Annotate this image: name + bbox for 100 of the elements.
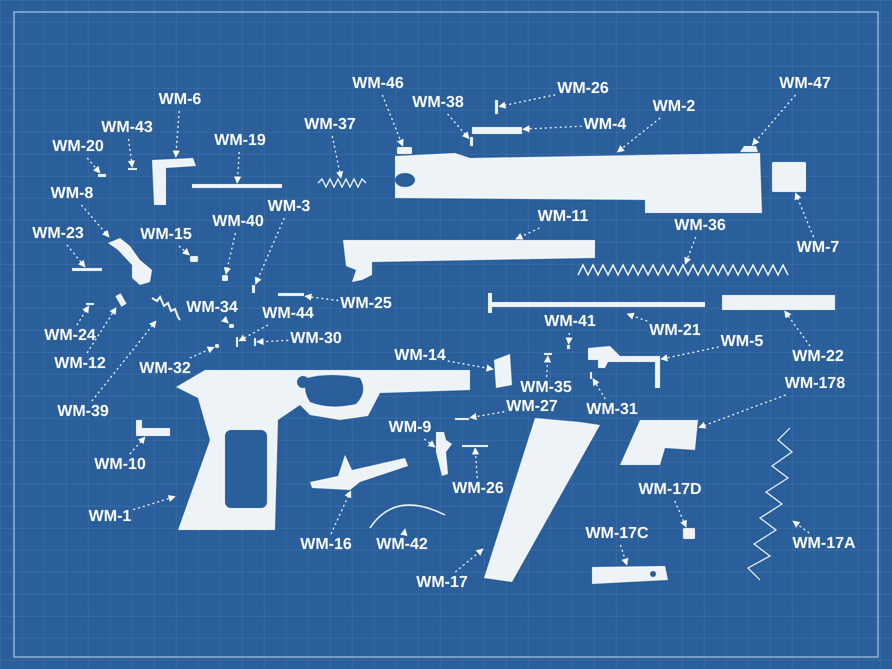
leader-line (234, 152, 242, 184)
leader-line (400, 528, 408, 536)
leader-line (448, 360, 494, 372)
small-part-drawing (229, 324, 234, 328)
leader-line (469, 411, 504, 420)
part-number: WM-30 (290, 330, 342, 348)
leader-line (382, 94, 404, 147)
part-number: WM-1 (88, 508, 132, 526)
part-number: WM-43 (101, 119, 153, 137)
leader-line (76, 305, 90, 326)
part-number: WM-11 (538, 208, 588, 226)
small-part-drawing (136, 420, 170, 436)
leader-line (784, 310, 811, 346)
part-number: WM-7 (796, 239, 840, 257)
leader-line (660, 346, 719, 362)
part-number: WM-178 (784, 375, 846, 393)
part-number: WM-39 (57, 403, 109, 421)
barrel-drawing (343, 240, 595, 282)
leader-line (86, 158, 100, 174)
part-number: WM-27 (506, 398, 558, 416)
pin-drawing (72, 268, 102, 271)
part-number: WM-40 (212, 213, 264, 231)
leader-line (190, 346, 215, 359)
small-part-drawing (115, 293, 127, 307)
leader-line (472, 447, 480, 478)
leader-line (330, 490, 352, 534)
part-number: WM-34 (186, 299, 238, 317)
part-number: WM-42 (376, 536, 428, 554)
part-number: WM-47 (779, 75, 831, 93)
leader-line (238, 324, 268, 342)
part-number: WM-35 (520, 379, 572, 397)
part-number: WM-41 (544, 313, 596, 331)
leader-line (626, 312, 648, 322)
leader-line (592, 378, 606, 400)
small-part-drawing (215, 344, 219, 348)
leader-line (498, 94, 556, 109)
part-number: WM-4 (584, 116, 626, 134)
guide-rod-drawing (488, 293, 705, 313)
leader-line (752, 94, 796, 146)
part-number: WM-12 (54, 355, 106, 373)
small-part-drawing (190, 256, 198, 262)
leader-line (256, 338, 288, 346)
pin-drawing (278, 293, 304, 296)
part-number: WM-16 (300, 536, 352, 554)
part-number: WM-17 (416, 574, 468, 592)
leader-line (698, 394, 786, 429)
part-number: WM-3 (268, 198, 310, 216)
part-number: WM-23 (32, 225, 84, 243)
leader-line (544, 355, 552, 378)
part-number: WM-17D (638, 481, 702, 499)
small-part-drawing (222, 275, 228, 281)
part-number: WM-24 (44, 327, 96, 345)
part-number: WM-22 (792, 348, 844, 366)
leader-line (81, 204, 110, 238)
part-number: WM-46 (352, 75, 404, 93)
sear-spring-drawing (310, 455, 408, 490)
leader-line (172, 110, 180, 158)
part-number: WM-44 (262, 305, 314, 323)
part-number: WM-14 (394, 347, 446, 365)
small-part-drawing (494, 354, 512, 388)
part-number: WM-19 (214, 132, 266, 150)
leader-line (620, 544, 628, 566)
lever-drawing (152, 158, 196, 205)
leader-line (792, 520, 810, 534)
firing-pin-drawing (192, 184, 282, 188)
part-number: WM-5 (720, 333, 764, 351)
leader-line (684, 236, 696, 265)
trigger-drawing (436, 432, 452, 476)
spring-drawing (318, 178, 366, 188)
leader-line (565, 332, 573, 345)
leader-line (178, 246, 190, 256)
leader-line (522, 125, 582, 132)
leader-line (616, 118, 661, 152)
disconnector-drawing (588, 346, 660, 388)
part-number: WM-20 (52, 138, 104, 156)
part-number: WM-17C (585, 525, 649, 543)
part-number: WM-26 (557, 80, 609, 98)
leader-line (129, 436, 146, 454)
part-number: WM-15 (140, 226, 192, 244)
part-number: WM-31 (586, 401, 638, 419)
leader-line (424, 438, 436, 448)
small-part-drawing (98, 174, 106, 177)
spring-plug-drawing (722, 295, 835, 310)
part-number: WM-32 (139, 360, 191, 378)
spring-drawing (151, 295, 181, 321)
pin-drawing (495, 100, 498, 114)
leader-line (66, 244, 86, 268)
small-part-drawing (252, 285, 255, 293)
leader-line (128, 138, 135, 168)
part-number: WM-17A (792, 535, 856, 553)
part-number: WM-36 (674, 217, 726, 235)
small-part-drawing (567, 345, 570, 349)
part-number: WM-38 (412, 94, 464, 112)
part-number: WM-9 (388, 419, 432, 437)
part-number: WM-10 (94, 456, 146, 474)
leader-line (304, 294, 338, 302)
follower-drawing (592, 566, 668, 584)
leader-line (221, 316, 229, 324)
leader-line (794, 192, 814, 238)
part-number: WM-26 (452, 480, 504, 498)
